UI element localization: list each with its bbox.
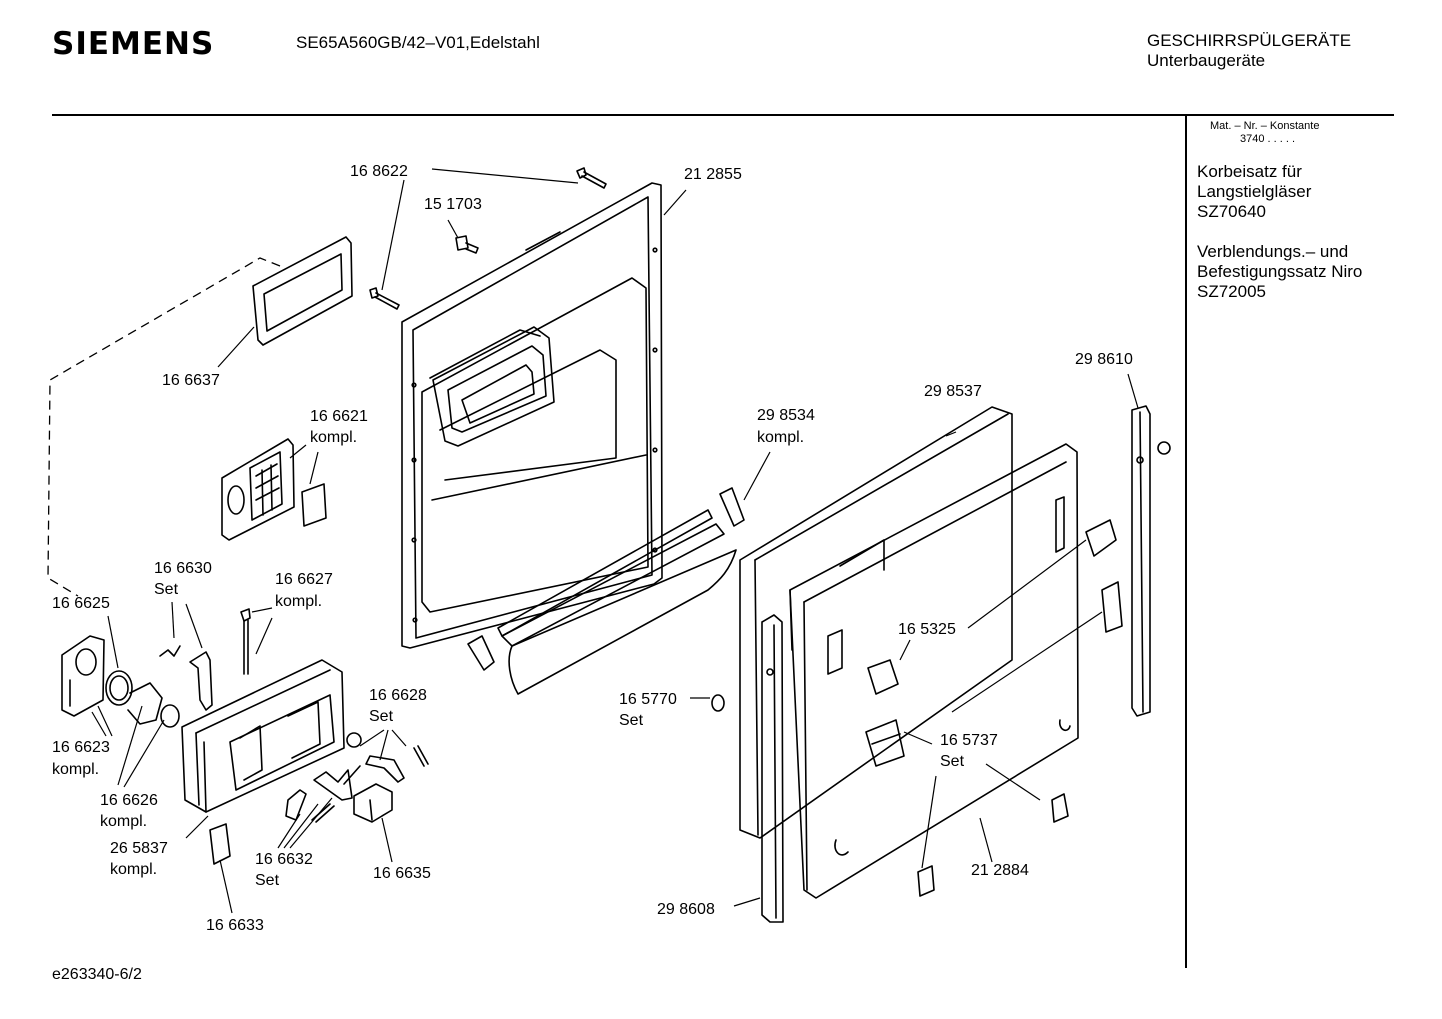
label-p298537: 29 8537: [924, 383, 982, 400]
note-1-line-2: Langstielgläser: [1197, 182, 1312, 201]
hinge-clip-right: [1085, 441, 1171, 633]
assembly-dashed-line: [47, 257, 281, 597]
model-number: SE65A560GB/42–V01,Edelstahl: [296, 33, 540, 52]
label-p165737: 16 5737: [940, 732, 998, 749]
material-value: 3740 . . . . .: [1240, 133, 1296, 145]
door-frame-panel: [789, 443, 1079, 899]
label-p166626: 16 6626: [100, 792, 158, 809]
label-p166627-sub: kompl.: [275, 593, 322, 610]
label-p166623: 16 6623: [52, 739, 110, 756]
note-1-line-1: Korbeisatz für: [1197, 162, 1302, 181]
label-p166630: 16 6630: [154, 560, 212, 577]
material-label: Mat. – Nr. – Konstante: [1210, 120, 1320, 132]
door-lock: [353, 783, 393, 823]
drawing-code: e263340-6/2: [52, 966, 142, 983]
label-p166625: 16 6625: [52, 595, 110, 612]
accessory-note-1: Korbeisatz für Langstielgläser SZ70640: [1197, 162, 1311, 222]
category-title: GESCHIRRSPÜLGERÄTE Unterbaugeräte: [1147, 31, 1351, 71]
label-p298608: 29 8608: [657, 901, 715, 918]
label-p298534-sub: kompl.: [757, 429, 804, 446]
label-p298610: 29 8610: [1075, 351, 1133, 368]
hinge-bracket: [467, 487, 745, 671]
label-p265837-sub: kompl.: [110, 861, 157, 878]
label-p168622: 16 8622: [350, 163, 408, 180]
lever-set: [159, 608, 251, 711]
clip-165325: [867, 659, 899, 695]
filter-element: [221, 438, 327, 541]
material-constant: Mat. – Nr. – Konstante 3740 . . . . .: [1210, 120, 1319, 146]
label-p212855: 21 2855: [684, 166, 742, 183]
label-p212884: 21 2884: [971, 862, 1029, 879]
label-p298534: 29 8534: [757, 407, 815, 424]
label-p166628-sub: Set: [369, 708, 394, 725]
note-1-line-3: SZ70640: [1197, 202, 1266, 221]
clip-165737: [865, 719, 905, 767]
label-p165325: 16 5325: [898, 621, 956, 638]
label-p166637: 16 6637: [162, 372, 220, 389]
label-p166621-sub: kompl.: [310, 429, 357, 446]
label-p166635: 16 6635: [373, 865, 431, 882]
dispenser-housing: [181, 659, 345, 813]
label-p166626-sub: kompl.: [100, 813, 147, 830]
accessory-note-2: Verblendungs.– und Befestigungssatz Niro…: [1197, 242, 1362, 302]
catch-set: [285, 765, 361, 823]
leader-lines: [91, 168, 1139, 914]
inner-door-panel: [401, 182, 663, 649]
screw-168622-top: [576, 167, 607, 189]
handle-strip: [497, 509, 737, 695]
screw-168622-left: [369, 287, 400, 310]
label-p165737-sub: Set: [940, 753, 965, 770]
category-line-1: GESCHIRRSPÜLGERÄTE: [1147, 31, 1352, 50]
seal-rings: [105, 670, 180, 728]
note-2-line-2: Befestigungssatz Niro: [1197, 262, 1363, 281]
note-2-line-1: Verblendungs.– und: [1197, 242, 1349, 261]
side-strip-right: [1131, 405, 1151, 717]
part-labels: 16 8622 15 1703 21 2855 16 6637 16 6621 …: [52, 163, 1133, 934]
label-p166628: 16 6628: [369, 687, 427, 704]
label-p166630-sub: Set: [154, 581, 179, 598]
dispenser-cover: [61, 635, 105, 717]
label-p166632-sub: Set: [255, 872, 280, 889]
bracket-bottom-2: [1051, 793, 1069, 823]
category-line-2: Unterbaugeräte: [1147, 51, 1266, 70]
label-p166623-sub: kompl.: [52, 761, 99, 778]
label-p166627: 16 6627: [275, 571, 333, 588]
spring-set: [346, 732, 429, 783]
side-strip-left: [761, 614, 784, 923]
note-2-line-3: SZ72005: [1197, 282, 1266, 301]
label-p265837: 26 5837: [110, 840, 168, 857]
label-p166632: 16 6632: [255, 851, 313, 868]
sidebar-divider: [1185, 116, 1187, 968]
label-p165770: 16 5770: [619, 691, 677, 708]
cap-165770: [711, 694, 725, 712]
label-p166621: 16 6621: [310, 408, 368, 425]
outer-decor-panel: [739, 406, 1013, 839]
screw-151703: [455, 235, 479, 254]
header-divider: [52, 114, 1394, 116]
label-p165770-sub: Set: [619, 712, 644, 729]
small-bracket: [209, 823, 231, 865]
label-p166633: 16 6633: [206, 917, 264, 934]
gasket-frame: [252, 236, 353, 346]
brand-logo: SIEMENS: [52, 26, 215, 62]
bracket-bottom-1: [917, 865, 935, 897]
label-p151703: 15 1703: [424, 196, 482, 213]
